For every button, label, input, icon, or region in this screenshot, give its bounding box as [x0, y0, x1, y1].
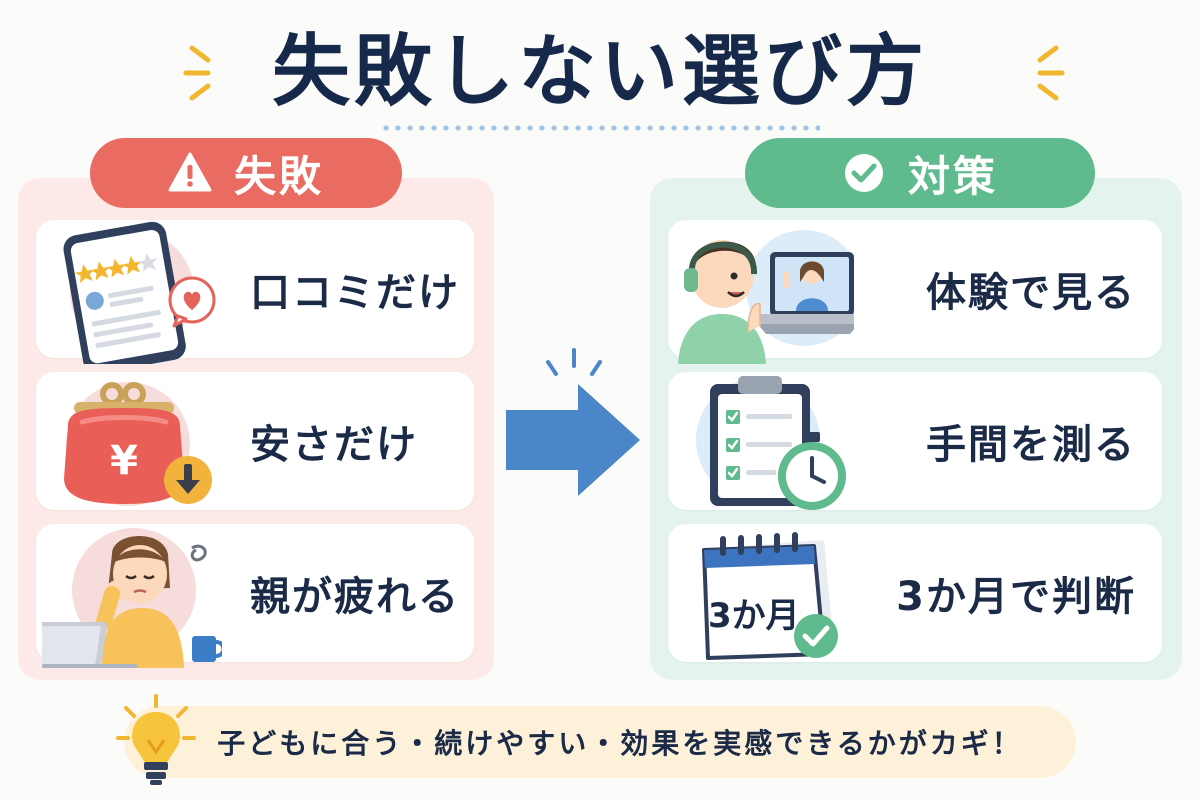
fix-label-effort: 手間を測る — [926, 422, 1136, 468]
fail-label-tired: 親が疲れる — [250, 574, 460, 620]
fix-panel: 対策 体験で見る — [650, 138, 1182, 680]
fail-card-cheap: ¥ 安さだけ — [36, 372, 474, 510]
tip-banner: 子どもに合う・続けやすい・効果を実感できるかがカギ！ — [124, 706, 1076, 778]
fix-label-three-months: 3か月で判断 — [896, 574, 1136, 620]
tired-parent-icon — [42, 528, 222, 668]
arrow-right-icon — [506, 348, 640, 496]
coin-purse-yen-icon: ¥ — [64, 382, 212, 506]
fail-card-reviews: 口コミだけ — [36, 220, 474, 364]
fail-panel: 失敗 — [18, 138, 494, 680]
fix-card-trial: 体験で見る — [668, 220, 1162, 364]
fix-card-three-months: 3か月 3か月で判断 — [668, 524, 1162, 662]
online-trial-lesson-icon — [678, 230, 854, 364]
fail-heading-pill: 失敗 — [90, 138, 402, 208]
fix-card-effort: 手間を測る — [668, 372, 1162, 510]
fix-heading: 対策 — [907, 151, 998, 201]
title-underline-dots — [380, 124, 820, 132]
checklist-stopwatch-icon — [696, 376, 846, 510]
lightbulb-icon — [116, 694, 196, 785]
calendar-text: 3か月 — [708, 596, 800, 636]
tip-text: 子どもに合う・続けやすい・効果を実感できるかがカギ！ — [217, 727, 1023, 760]
warning-icon — [168, 152, 212, 192]
fail-heading: 失敗 — [233, 151, 324, 201]
smartphone-review-icon — [63, 221, 216, 364]
sparkle-right-icon — [1037, 45, 1065, 101]
fail-card-tired: 親が疲れる — [36, 524, 474, 668]
fix-label-trial: 体験で見る — [926, 270, 1136, 316]
calendar-check-icon — [702, 532, 838, 660]
fix-heading-pill: 対策 — [745, 138, 1095, 208]
svg-text:¥: ¥ — [110, 438, 138, 484]
page-title: 失敗しない選び方 — [271, 27, 928, 117]
fail-label-cheap: 安さだけ — [250, 422, 418, 468]
check-circle-icon — [844, 154, 883, 192]
fail-label-reviews: 口コミだけ — [250, 270, 460, 316]
sparkle-left-icon — [183, 45, 211, 101]
